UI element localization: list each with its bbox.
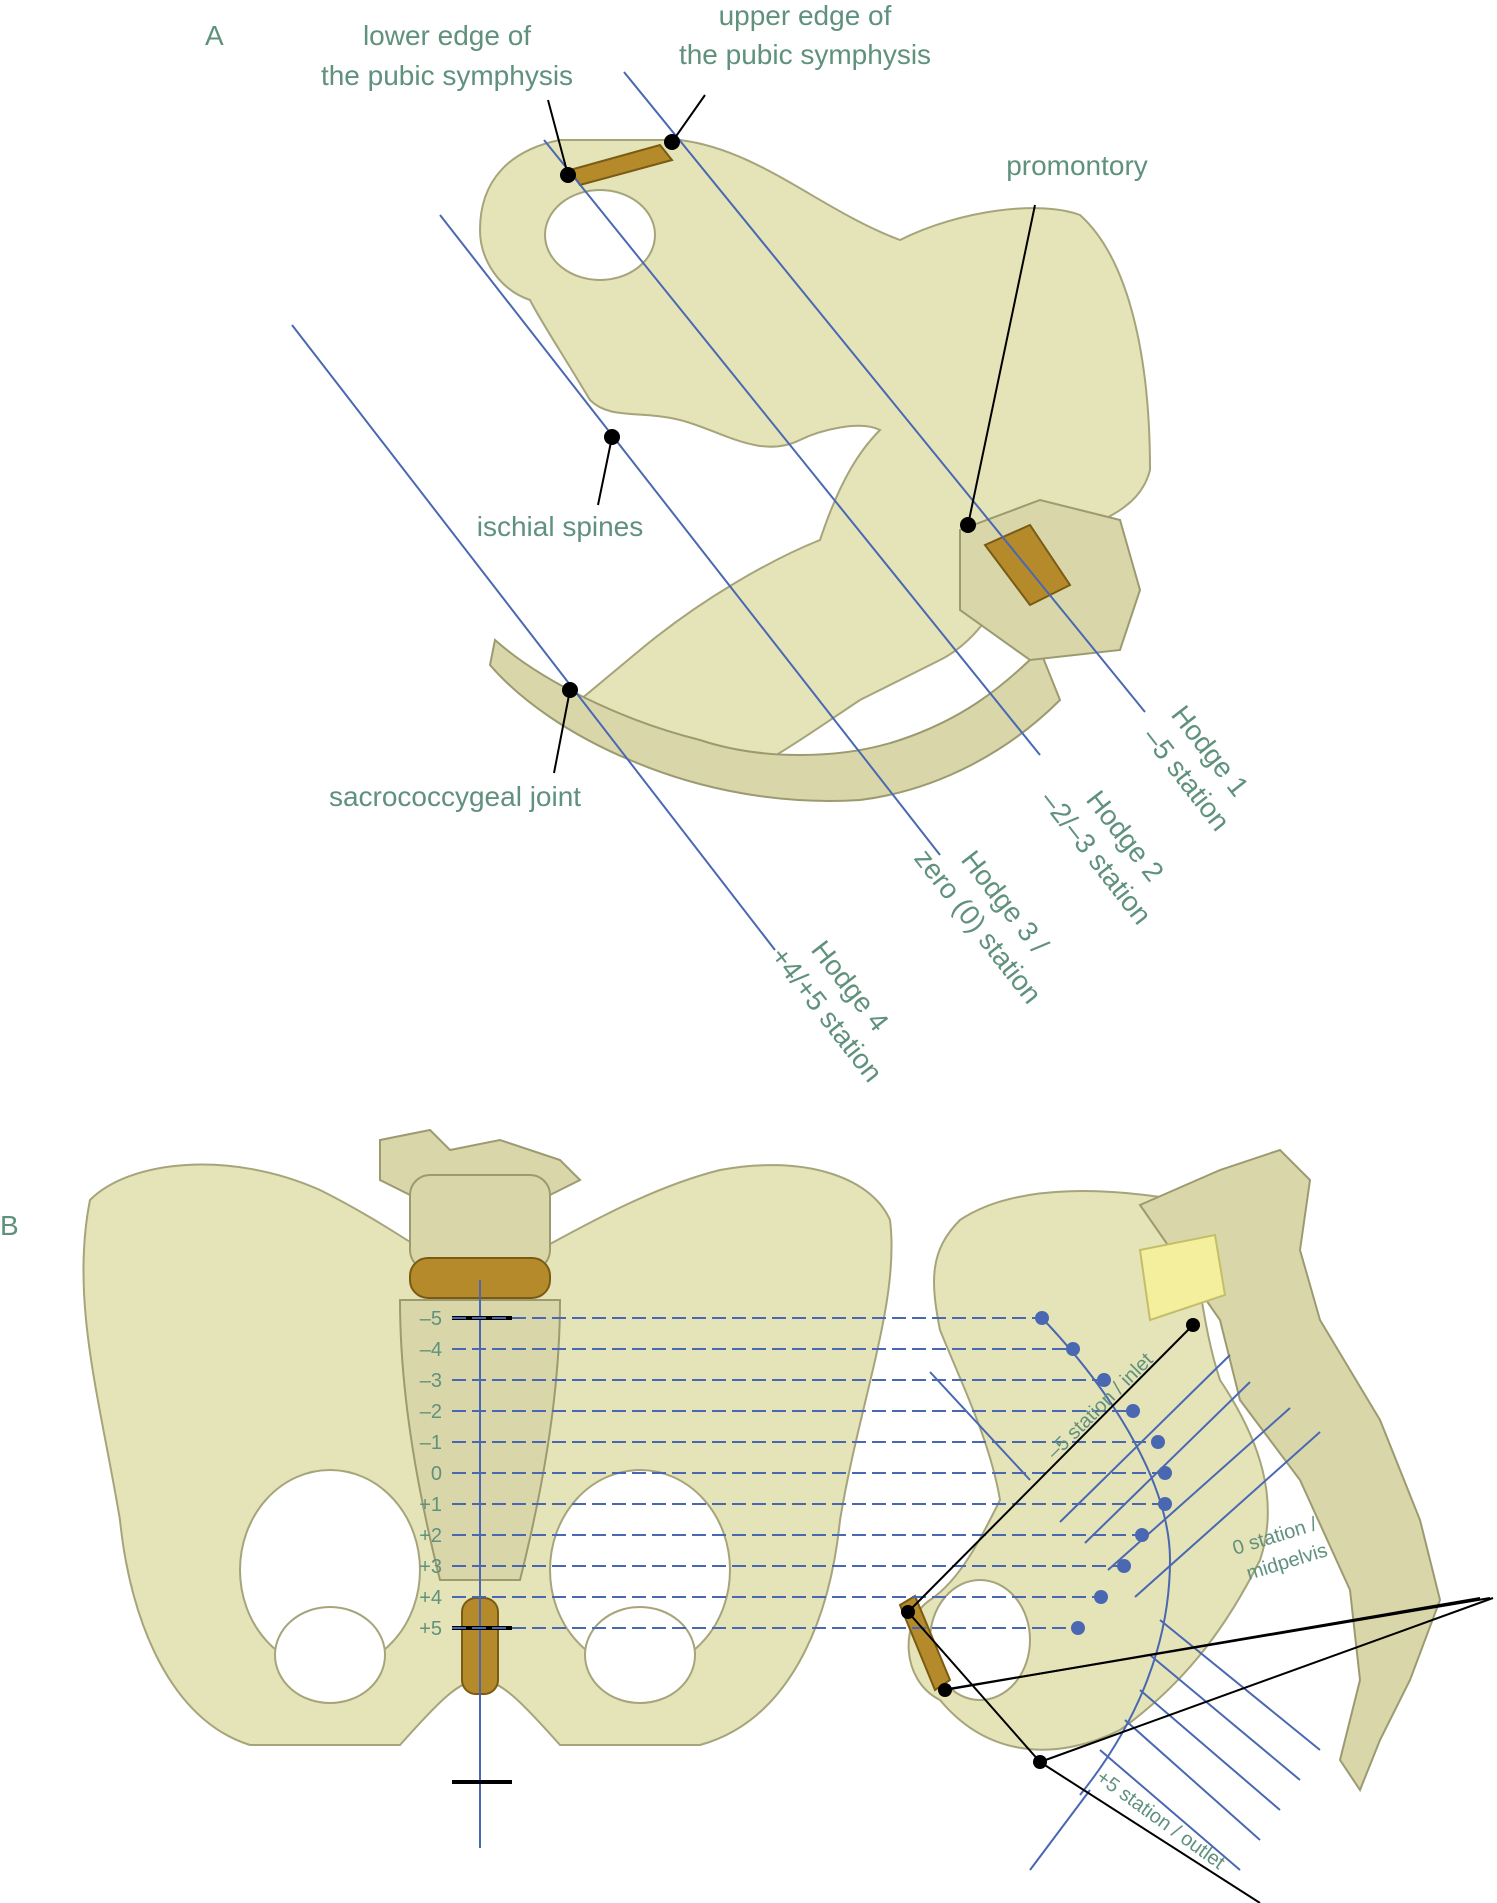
hodge-3-label: Hodge 3 / zero (0) station xyxy=(908,843,1054,1009)
station-tick-label: +1 xyxy=(419,1494,442,1516)
ischial-spine-dot xyxy=(604,429,620,445)
left-obturator xyxy=(274,1606,386,1704)
symphysis-upper-dot xyxy=(901,1605,915,1619)
station-dot xyxy=(1151,1435,1165,1449)
lateral-fan-3 xyxy=(1139,1689,1281,1811)
sacrum-lateral xyxy=(1138,1148,1442,1793)
station-tick-label: +4 xyxy=(419,1587,442,1609)
upper-edge-pointer xyxy=(671,94,706,143)
station-tick-label: 0 xyxy=(431,1463,442,1485)
hodge-1-label: Hodge 1 –5 station xyxy=(1137,700,1255,837)
station-dot xyxy=(1071,1621,1085,1635)
ischial-spines-label: ischial spines xyxy=(477,511,644,542)
panel-b-label: B xyxy=(0,1210,19,1241)
vertebral-body xyxy=(409,1174,551,1271)
station-tick-label: –2 xyxy=(420,1401,442,1423)
sacrococcygeal-pointer xyxy=(553,689,571,774)
station-dot xyxy=(1066,1342,1080,1356)
pelvis-frontal-illustration xyxy=(82,1128,893,1746)
lateral-diag-2 xyxy=(1084,1381,1251,1544)
station-tick-label: +5 xyxy=(419,1618,442,1640)
ischial-spine-pointer xyxy=(597,436,613,506)
station-dot xyxy=(1126,1404,1140,1418)
lateral-fan-4 xyxy=(1124,1719,1261,1841)
promontory-dot xyxy=(960,517,976,533)
station-dot xyxy=(1097,1373,1111,1387)
lateral-perp-outlet xyxy=(1029,1789,1091,1871)
pelvis-lateral-b-illustration xyxy=(898,1148,1442,1793)
hodge-4-label: Hodge 4 +4/+5 station xyxy=(765,935,895,1088)
upper-edge-label-2: the pubic symphysis xyxy=(679,39,931,70)
lateral-diag-3 xyxy=(1107,1407,1291,1571)
lateral-station-lines xyxy=(929,1317,1321,1871)
panel-a: A xyxy=(205,0,1255,1088)
hodge-4-line xyxy=(291,324,776,951)
pelvis-lateral-illustration xyxy=(478,139,1152,802)
station-dot xyxy=(1117,1559,1131,1573)
ischial-b-dot xyxy=(1033,1755,1047,1769)
station-tick-label: –1 xyxy=(420,1432,442,1454)
station-tick-label: +3 xyxy=(419,1556,442,1578)
lower-edge-label-2: the pubic symphysis xyxy=(321,60,573,91)
lower-edge-dot xyxy=(560,167,576,183)
hodge-2-label: Hodge 2 –2/–3 station xyxy=(1035,785,1170,931)
hodge-lines xyxy=(291,71,1146,951)
lateral-fan-5 xyxy=(1099,1749,1241,1871)
symphysis-axis xyxy=(907,1611,1041,1763)
station-dot xyxy=(1094,1590,1108,1604)
panel-b: B –5– xyxy=(0,1128,1494,1903)
symphysis-lower-dot xyxy=(938,1683,952,1697)
obturator-foramen xyxy=(544,189,656,281)
lower-edge-label-1: lower edge of xyxy=(363,20,531,51)
promontory-b-disc xyxy=(1138,1233,1227,1322)
landmark-pointers xyxy=(547,94,1036,774)
promontory-b-dot xyxy=(1186,1318,1200,1332)
outlet-reference xyxy=(1039,1597,1494,1763)
hodge-2-line xyxy=(543,139,1041,756)
sacrum-coccyx-shape xyxy=(488,638,1062,802)
station-tick-label: –3 xyxy=(420,1370,442,1392)
lateral-perp-inlet xyxy=(929,1371,1031,1481)
lateral-diag-4 xyxy=(1134,1431,1321,1598)
outlet-label: +5 station / outlet xyxy=(1092,1766,1229,1874)
station-dot xyxy=(1135,1528,1149,1542)
station-tick-label: +2 xyxy=(419,1525,442,1547)
station-lines: –5 –4 –3 –2 –1 0 +1 +2 +3 +4 +5 xyxy=(419,1308,1172,1640)
promontory-label: promontory xyxy=(1006,150,1148,181)
hodge-1-line xyxy=(623,71,1146,713)
panel-a-label: A xyxy=(205,20,224,51)
lower-edge-pointer xyxy=(547,99,569,176)
upper-edge-dot xyxy=(664,134,680,150)
outlet-label-group: +5 station / outlet xyxy=(1092,1766,1229,1874)
right-obturator xyxy=(584,1606,696,1704)
lateral-fan-1 xyxy=(1159,1619,1321,1751)
upper-edge-label-1: upper edge of xyxy=(719,0,892,31)
inlet-line xyxy=(907,1324,1194,1613)
curve-of-carus xyxy=(1041,1317,1172,1796)
outlet-line xyxy=(1039,1761,1261,1903)
sacrococcygeal-label: sacrococcygeal joint xyxy=(329,781,581,812)
sacrococcygeal-dot xyxy=(562,682,578,698)
lower-edge-line xyxy=(941,1597,1491,1691)
station-dot xyxy=(1158,1466,1172,1480)
symphysis-lateral xyxy=(898,1594,952,1692)
promontory-disc xyxy=(983,523,1072,607)
promontory-pointer xyxy=(967,204,1036,526)
station-tick-label: –5 xyxy=(420,1308,442,1330)
lateral-diag-1 xyxy=(1059,1354,1231,1523)
lateral-fan-2 xyxy=(1149,1654,1301,1781)
lateral-reference-lines xyxy=(901,1318,1494,1903)
hodge-3-line xyxy=(439,214,941,856)
station-tick-label: –4 xyxy=(420,1339,442,1361)
